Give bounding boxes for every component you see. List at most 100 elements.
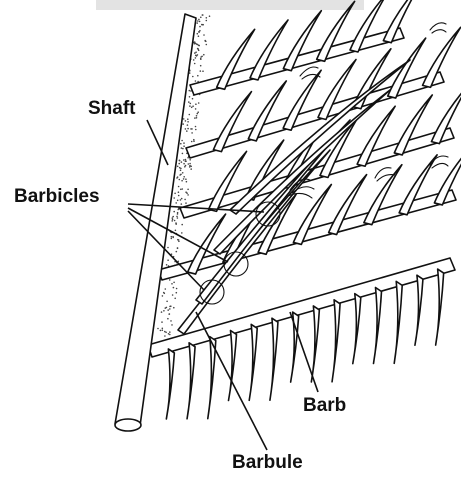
stipple-dot xyxy=(194,52,196,54)
stipple-dot xyxy=(182,123,184,125)
stipple-dot xyxy=(178,163,180,165)
stipple-dot xyxy=(192,105,194,107)
stipple-dot xyxy=(177,217,179,219)
shaft-body xyxy=(115,14,196,426)
stipple-dot xyxy=(194,63,196,65)
stipple-dot xyxy=(185,120,187,122)
stipple-dot xyxy=(189,90,191,92)
stipple-dot xyxy=(182,148,184,150)
stipple-dot xyxy=(157,328,159,330)
stipple-dot xyxy=(161,311,163,313)
stipple-dot xyxy=(200,65,202,67)
stipple-dot xyxy=(183,178,185,180)
hanging-barbule xyxy=(270,318,278,400)
hanging-barbule xyxy=(332,300,340,382)
stipple-dot xyxy=(171,283,173,285)
stipple-dot xyxy=(209,15,211,17)
stipple-dot xyxy=(183,163,185,165)
stipple-dot xyxy=(187,124,189,126)
stipple-dot xyxy=(173,307,175,309)
stipple-dot xyxy=(190,168,192,170)
stipple-dot xyxy=(179,160,181,162)
stipple-dot xyxy=(193,59,195,61)
stipple-dot xyxy=(165,307,167,309)
stipple-dot xyxy=(197,20,199,22)
stipple-dot xyxy=(171,236,173,238)
stipple-dot xyxy=(178,195,180,197)
stipple-dot xyxy=(170,320,172,322)
stipple-dot xyxy=(202,70,204,72)
stipple-dot xyxy=(169,279,171,281)
stipple-dot xyxy=(187,194,189,196)
stipple-dot xyxy=(181,198,183,200)
stipple-dot xyxy=(185,128,187,130)
stipple-dot xyxy=(173,211,175,213)
stipple-dot xyxy=(183,118,185,120)
stipple-dot xyxy=(167,318,169,320)
stipple-dot xyxy=(189,114,191,116)
stipple-dot xyxy=(185,160,187,162)
stipple-dot xyxy=(197,113,199,115)
stipple-dot xyxy=(167,247,169,249)
stipple-dot xyxy=(183,142,185,144)
stipple-dot xyxy=(161,321,163,323)
stipple-dot xyxy=(165,288,167,290)
stipple-dot xyxy=(198,31,200,33)
stipple-dot xyxy=(177,166,179,168)
stipple-dot xyxy=(195,55,197,57)
stipple-dot xyxy=(163,292,165,294)
stipple-dot xyxy=(199,26,201,28)
stipple-dot xyxy=(175,223,177,225)
stipple-dot xyxy=(171,238,173,240)
stipple-dot xyxy=(206,20,208,22)
stipple-dot xyxy=(160,330,162,332)
stipple-dot xyxy=(195,126,197,128)
stipple-dot xyxy=(206,44,208,46)
stipple-dot xyxy=(196,22,198,24)
stipple-dot xyxy=(195,103,197,105)
stipple-dot xyxy=(177,247,179,249)
stipple-dot xyxy=(206,17,208,19)
stipple-dot xyxy=(203,54,205,56)
hanging-barbule xyxy=(249,324,257,400)
stipple-dot xyxy=(173,197,175,199)
stipple-dot xyxy=(177,212,179,214)
stipple-dot xyxy=(183,159,185,161)
stipple-dot xyxy=(192,98,194,100)
stipple-dot xyxy=(165,332,167,334)
stipple-dot xyxy=(197,33,199,35)
stipple-dot xyxy=(176,288,178,290)
stipple-dot xyxy=(171,220,173,222)
stipple-dot xyxy=(187,118,189,120)
stipple-dot xyxy=(169,313,171,315)
stipple-dot xyxy=(191,128,193,130)
barbule-label: Barbule xyxy=(232,452,303,474)
stipple-dot xyxy=(195,108,197,110)
stipple-dot xyxy=(181,180,183,182)
stipple-dot xyxy=(195,57,197,59)
stipple-dot xyxy=(177,176,179,178)
stipple-dot xyxy=(196,115,198,117)
stipple-dot xyxy=(172,216,174,218)
stipple-dot xyxy=(197,48,199,50)
stipple-dot xyxy=(174,298,176,300)
hanging-barbule xyxy=(394,281,402,363)
stipple-dot xyxy=(180,170,182,172)
stipple-dot xyxy=(200,70,202,72)
stipple-dot xyxy=(182,172,184,174)
stipple-dot xyxy=(175,202,177,204)
stipple-dot xyxy=(194,117,196,119)
shaft-end xyxy=(115,419,141,431)
stipple-dot xyxy=(199,21,201,23)
stipple-dot xyxy=(169,306,171,308)
stipple-dot xyxy=(181,140,183,142)
stipple-dot xyxy=(188,101,190,103)
stipple-dot xyxy=(191,141,193,143)
stipple-dot xyxy=(200,56,202,58)
stipple-dot xyxy=(176,216,178,218)
stipple-dot xyxy=(202,24,204,26)
stipple-dot xyxy=(172,219,174,221)
stipple-dot xyxy=(195,129,197,131)
stipple-dot xyxy=(181,232,183,234)
